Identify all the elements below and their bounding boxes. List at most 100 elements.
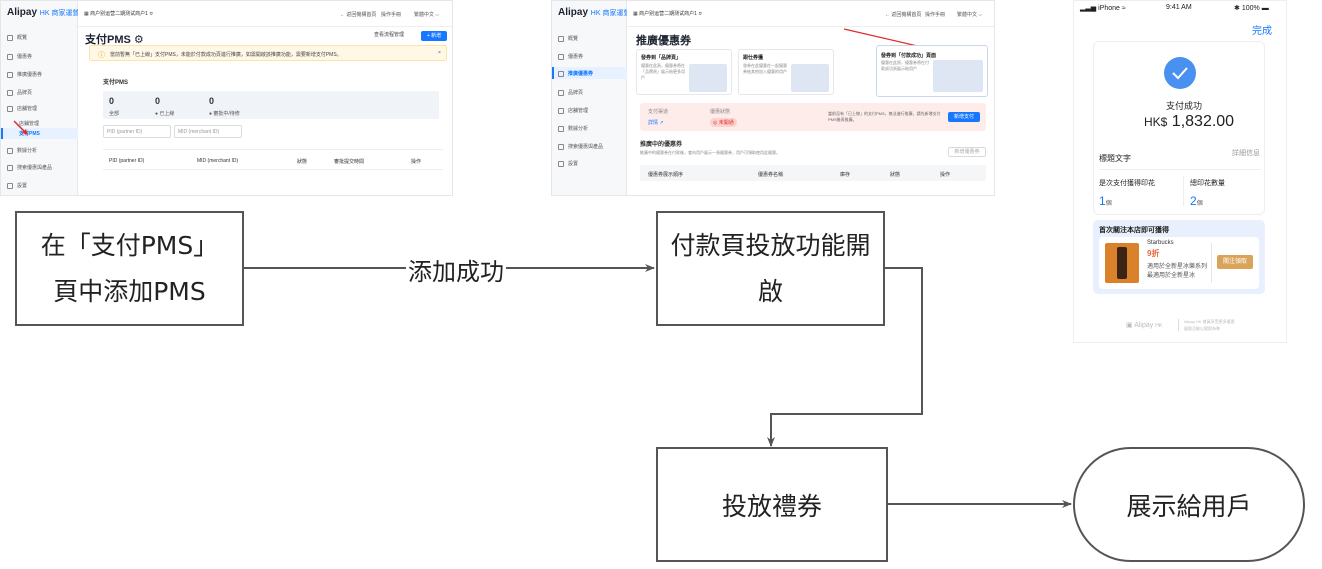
promo-card-brand[interactable]: 發券到「品牌頁」 優惠在此頁，優惠券將在「品牌頁」展示給更多用戶: [636, 49, 732, 95]
grid-icon: ▦: [84, 11, 89, 17]
info-icon: ⓘ: [98, 52, 105, 59]
edge-label-added: 添加成功: [406, 252, 506, 287]
logo: Alipay HK 商家運營中心: [558, 7, 645, 18]
success-label: 支付成功: [1166, 101, 1203, 111]
home-icon: [7, 34, 13, 41]
edge-enable-to-deliver: [767, 267, 923, 447]
manual-link[interactable]: 操作手冊: [925, 12, 946, 18]
sidebar-item-search[interactable]: 搜索優惠與產品: [7, 164, 52, 171]
card-illustration: [791, 64, 829, 92]
merchant-selector[interactable]: ▦ 商户别运营二期测试商户1 ≎: [84, 11, 154, 17]
banner-text: 當前暫無「已上線」支付PMS，未能於付款成功頁進行推廣，如需開啟該推廣功能，需要…: [110, 52, 342, 58]
brand-icon: [558, 89, 564, 96]
language-selector[interactable]: 繁體中文 ⌵: [414, 12, 440, 18]
page-title: 支付PMS ⚙: [85, 34, 144, 46]
sidebar-item-promo-coupons[interactable]: 推廣優惠券: [7, 71, 42, 78]
list-title: 推廣中的優惠券: [640, 142, 683, 148]
view-process-button[interactable]: 查看流程管理: [364, 31, 414, 41]
wifi-icon: ≈: [1121, 5, 1126, 12]
section-title: 支付PMS: [103, 80, 129, 86]
sidebar-item-coupons[interactable]: 優惠券: [558, 53, 583, 60]
home-icon: [558, 35, 564, 42]
status-time: 9:41 AM: [1166, 4, 1192, 11]
node-text: 投放禮券: [721, 491, 822, 521]
sidebar-active-highlight: [552, 67, 627, 79]
add-button[interactable]: + 新增: [421, 31, 447, 41]
status-badge: ◎ 未開通: [710, 118, 737, 127]
promo-desc-2: 最適用於全新星冰: [1147, 273, 1196, 279]
status-carrier: ▂▃▅ iPhone ≈: [1080, 5, 1126, 12]
node-line-2: 頁中添加PMS: [53, 276, 206, 306]
sidebar-item-promo-coupons[interactable]: 推廣優惠券: [558, 70, 593, 77]
coupon-icon: [558, 53, 564, 60]
sidebar-item-brand[interactable]: 品牌頁: [7, 89, 32, 96]
details-link[interactable]: 詳細信息: [1232, 150, 1260, 157]
grid-icon: ▦: [633, 11, 638, 17]
manual-link[interactable]: 操作手冊: [381, 12, 402, 18]
claim-button[interactable]: 關注領取: [1217, 255, 1253, 269]
add-payment-button[interactable]: 新增支付: [948, 112, 980, 122]
megaphone-icon: [558, 70, 564, 77]
sidebar-item-settings[interactable]: 設置: [558, 160, 578, 167]
footer-text-1: Alipay HK 會員享受更多優惠: [1184, 319, 1235, 324]
sidebar-item-store[interactable]: 店舖管理: [558, 107, 588, 114]
sidebar-item-analytics[interactable]: 數據分析: [7, 147, 37, 154]
details-link[interactable]: 詳情 ↗: [648, 120, 664, 126]
sidebar-subitem-pms[interactable]: 支付PMS: [19, 131, 40, 137]
footer-logo: ▣ Alipay HK: [1126, 322, 1163, 329]
sidebar-item-overview[interactable]: 概覽: [558, 35, 578, 42]
sidebar-item-store[interactable]: 店舖管理: [7, 105, 37, 112]
phone-payment-success-screen: ▂▃▅ iPhone ≈ 9:41 AM ✱ 100% ▬ 完成 支付成功 HK…: [1073, 0, 1287, 343]
node-text: 展示給用戶: [1126, 491, 1252, 521]
language-selector[interactable]: 繁體中文 ⌵: [957, 12, 983, 18]
stats-panel: 0 全部 0 ● 已上線 0 ● 審批中/待修: [103, 91, 439, 119]
promo-card-follow[interactable]: 跟仕券獲 發券在此優惠在一起優惠券給其他加入優惠的用戶: [738, 49, 834, 95]
back-link[interactable]: ← 返回機構首頁: [340, 12, 377, 18]
promo-card-payment-success[interactable]: 發券到「付款成功」頁面 優惠在此頁，優惠券將在付款成功頁展示給用戶: [876, 45, 988, 97]
table-header-status: 狀態: [297, 159, 308, 165]
stat-all-label: 全部: [109, 111, 120, 117]
topbar: ▦ 商户别运营二期测试商户1 ≎ ← 返回機構首頁 操作手冊 繁體中文 ⌵: [627, 1, 994, 27]
sidebar-item-search[interactable]: 搜索優惠與產品: [558, 143, 603, 150]
sidebar-item-settings[interactable]: 設置: [7, 182, 27, 189]
card-divider: [1099, 169, 1261, 170]
payment-status-panel: 支付渠道 詳情 ↗ 優惠狀態 ◎ 未開通 當前沒有「已上線」的支付PMS，無法進…: [640, 103, 986, 131]
flow-node-show-to-user: 展示給用戶: [1073, 447, 1305, 562]
card-illustration: [689, 64, 727, 92]
node-line-2: 啟: [757, 276, 783, 306]
done-button[interactable]: 完成: [1252, 26, 1272, 37]
flow-node-enable-delivery: 付款頁投放功能開 啟: [656, 211, 885, 326]
sidebar: Alipay HK 商家運營中心 概覽 優惠券 推廣優惠券 品牌頁 店舖管理 店…: [1, 1, 93, 195]
stat-all-value: 0: [109, 96, 115, 106]
footer-divider: [1178, 319, 1179, 331]
merchant-selector[interactable]: ▦ 商户别运营二期测试商户1 ≎: [633, 11, 703, 17]
battery-icon: ▬: [1261, 5, 1269, 12]
stat-online-value: 0: [155, 96, 161, 106]
coupon-ticket: Starbucks 9折 適用於全新星冰樂系列 最適用於全新星冰 關注領取: [1099, 237, 1259, 289]
pid-filter-input[interactable]: PID (partner ID): [103, 125, 171, 138]
sidebar-item-analytics[interactable]: 數據分析: [558, 125, 588, 132]
promo-card: 首次關注本店即可獲得 Starbucks 9折 適用於全新星冰樂系列 最適用於全…: [1093, 220, 1265, 294]
flow-node-add-pms: 在「支付PMS」 頁中添加PMS: [15, 211, 244, 326]
mid-filter-input[interactable]: MID (merchant ID): [174, 125, 242, 138]
back-link[interactable]: ← 返回機構首頁: [885, 12, 922, 18]
node-line-1: 付款頁投放功能開: [670, 230, 871, 260]
table-top-divider: [103, 149, 443, 150]
signal-icon: ▂▃▅: [1080, 5, 1097, 12]
discount-value: 9折: [1147, 249, 1160, 258]
coupon-icon: [7, 53, 13, 60]
add-coupon-button[interactable]: 新增優惠券: [948, 147, 986, 157]
alipay-icon: ▣: [1126, 322, 1133, 329]
stat-divider: [1183, 176, 1184, 206]
footer-text-2: 優惠活動以實際為準: [1184, 326, 1220, 331]
gear-icon: [558, 160, 564, 167]
warning-banner: ⓘ 當前暫無「已上線」支付PMS，未能於付款成功頁進行推廣，如需開啟該推廣功能，…: [89, 45, 447, 61]
sidebar-subitem-store-mgmt[interactable]: 店鋪管理: [19, 121, 40, 127]
table-header-pid: PID (partner ID): [109, 158, 145, 164]
sidebar-item-brand[interactable]: 品牌頁: [558, 89, 583, 96]
sidebar-item-overview[interactable]: 概覽: [7, 34, 27, 41]
brand-name: Starbucks: [1147, 240, 1174, 246]
close-icon[interactable]: ×: [438, 50, 441, 56]
sidebar-item-coupons[interactable]: 優惠券: [7, 53, 32, 60]
table-header-action: 操作: [411, 159, 422, 165]
